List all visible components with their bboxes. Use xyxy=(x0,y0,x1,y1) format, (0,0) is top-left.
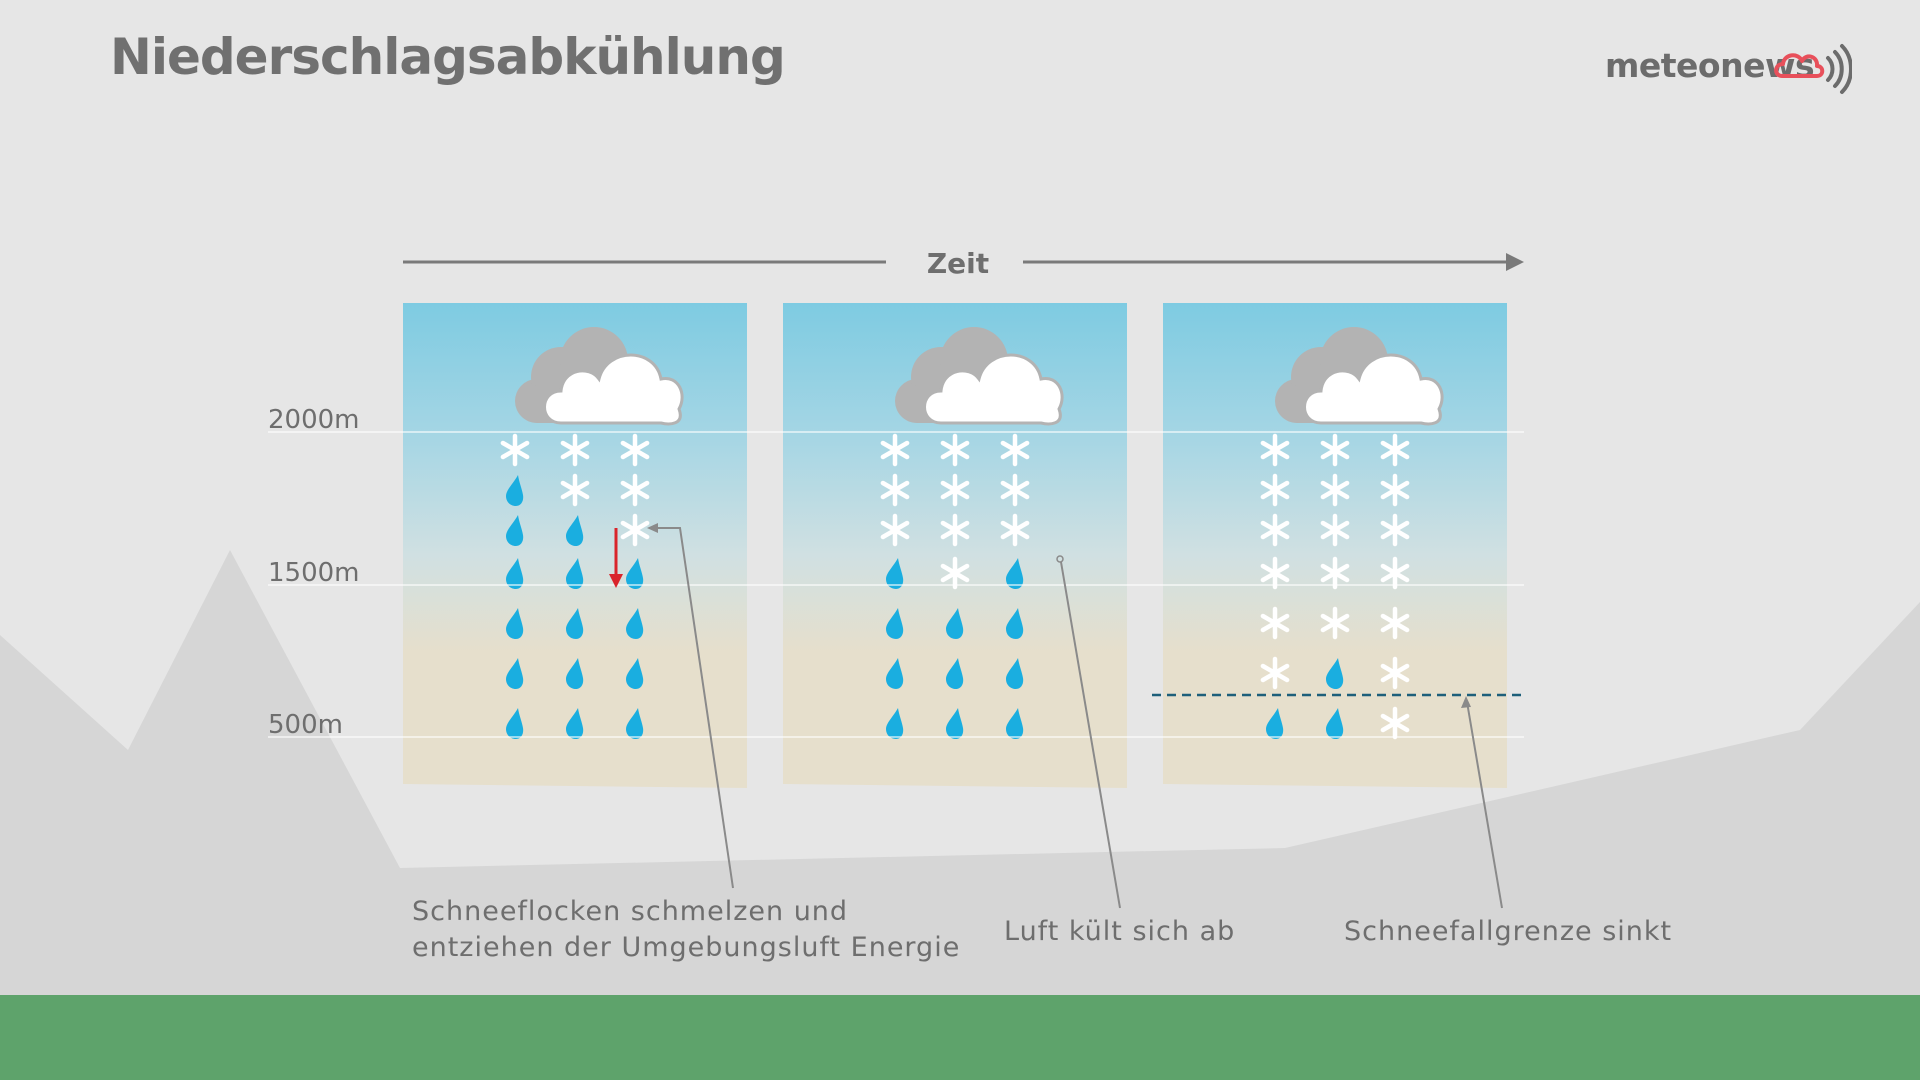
annotation-1-line-1: Schneeflocken schmelzen und xyxy=(412,896,848,927)
page-title: Niederschlagsabkühlung xyxy=(110,28,786,86)
leader-line-1 xyxy=(647,523,734,889)
svg-text:Schneeflocken schmelzen und: Schneeflocken schmelzen und entziehen de… xyxy=(412,896,960,963)
leader-line-2 xyxy=(1056,555,1121,909)
annotations: Schneeflocken schmelzen und entziehen de… xyxy=(412,896,1672,963)
mountain-range xyxy=(0,550,1920,995)
panels xyxy=(403,303,1507,788)
annotation-2: Luft kült sich ab xyxy=(1004,916,1235,947)
altitude-label: 1500m xyxy=(268,558,360,588)
melt-arrow xyxy=(609,528,623,588)
cloud-signal-icon xyxy=(1774,44,1852,94)
altitude-label: 500m xyxy=(268,710,343,740)
panel-2 xyxy=(783,303,1127,788)
annotation-3: Schneefallgrenze sinkt xyxy=(1344,916,1672,947)
svg-text:Schneefallgrenze sinkt: Schneefallgrenze sinkt xyxy=(1344,916,1672,947)
svg-text:Luft kült sich ab: Luft kült sich ab xyxy=(1004,916,1235,947)
panel-1 xyxy=(403,303,747,788)
panel-3 xyxy=(1163,303,1507,788)
ground xyxy=(0,995,1920,1080)
time-axis-arrowhead xyxy=(1506,253,1524,271)
annotation-1-line-2: entziehen der Umgebungsluft Energie xyxy=(412,932,960,963)
altitude-label: 2000m xyxy=(268,405,360,435)
altitude-gridlines: 2000m 1500m 500m xyxy=(268,405,1524,740)
time-axis-label: Zeit xyxy=(927,247,989,280)
leader-line-3 xyxy=(1461,696,1503,909)
